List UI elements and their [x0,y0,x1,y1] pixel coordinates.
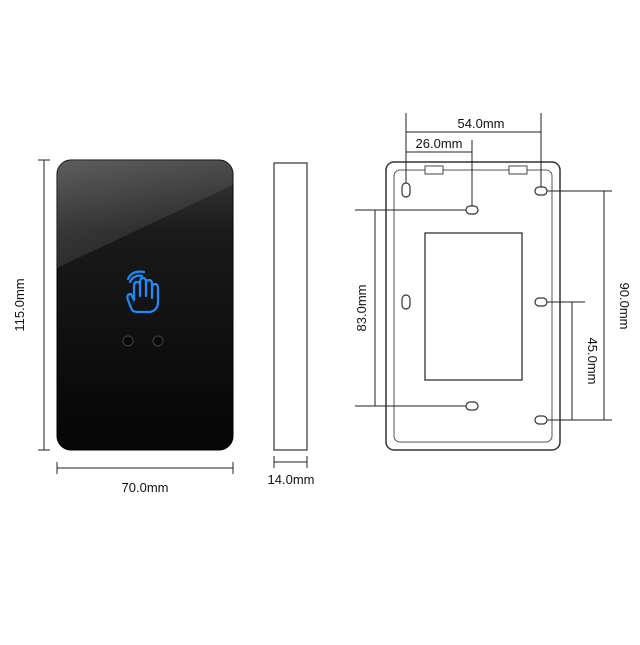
depth-dimension-line [273,456,308,468]
mounting-hole [534,415,548,425]
dimension-54-label: 54.0mm [458,116,505,131]
mounting-hole [465,401,479,411]
mounting-hole [534,297,548,307]
dimension-83-line [355,209,466,407]
panel-gloss [57,160,233,268]
mounting-hole [534,186,548,196]
dimension-45-line [547,301,585,420]
dimension-45-label: 45.0mm [585,338,600,385]
dimension-54-line [405,113,542,187]
dimension-83-label: 83.0mm [354,285,369,332]
front-view: 115.0mm 70.0mm [12,159,234,495]
front-height-label: 115.0mm [12,278,27,331]
dimension-26-line [406,140,473,206]
side-profile [273,162,308,451]
front-width-label: 70.0mm [122,480,169,495]
top-tab [424,165,444,175]
back-plate-inner [393,169,553,443]
dimension-90-label: 90.0mm [617,283,632,330]
height-dimension-line [38,159,50,451]
back-center-window [424,232,523,381]
side-depth-label: 14.0mm [268,472,315,487]
touch-hand-icon [126,270,160,314]
mounting-holes [401,182,548,425]
mounting-hole [465,205,479,215]
ir-sensor-icon [152,335,164,347]
side-view: 14.0mm [268,162,315,487]
dimension-90-line [547,190,612,421]
width-dimension-line [56,462,234,474]
mounting-hole [401,294,411,310]
ir-sensor-icon [122,335,134,347]
top-tab [508,165,528,175]
dimension-26-label: 26.0mm [416,136,463,151]
back-view: 54.0mm 26.0mm 83.0mm 90.0mm 45.0mm [354,113,632,451]
mounting-hole [401,182,411,198]
